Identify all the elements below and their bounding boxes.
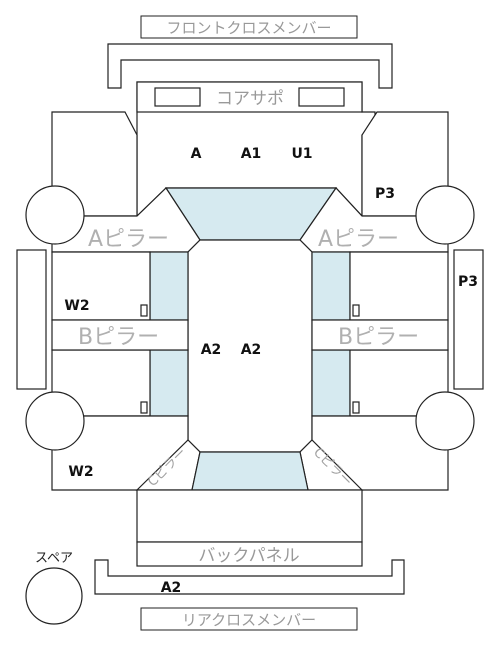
rear-cross-member-box (140, 607, 358, 631)
code-center-a2-right: A2 (241, 342, 262, 358)
code-left-w2-upper: W2 (64, 298, 89, 314)
front-bumper-outline (107, 43, 393, 89)
left-rear-door-glass (149, 349, 189, 417)
core-support-label: コアサポ (216, 89, 284, 109)
right-b-pillar (311, 319, 449, 351)
right-b-pillar-label: Bピラー (338, 325, 419, 350)
left-b-pillar (51, 319, 189, 351)
code-front-a: A (191, 146, 202, 162)
left-front-door-glass (149, 251, 189, 321)
front-cross-member-box (140, 15, 358, 39)
left-side-rocker (16, 249, 47, 390)
code-right-p3-side: P3 (458, 274, 478, 290)
front-left-wheel (25, 185, 85, 245)
left-rear-door-handle (140, 401, 148, 414)
left-front-door-handle (140, 304, 148, 317)
back-panel (136, 541, 363, 567)
left-a-pillar-label: Aピラー (88, 227, 169, 252)
right-front-door-handle (352, 304, 360, 317)
rear-right-wheel (415, 391, 475, 451)
left-b-pillar-label: Bピラー (78, 325, 159, 350)
right-front-door-glass (311, 251, 351, 321)
code-front-a1: A1 (241, 146, 262, 162)
rear-left-wheel (25, 391, 85, 451)
right-rear-door-glass (311, 349, 351, 417)
right-front-door (349, 251, 449, 321)
core-support-left-slot (154, 87, 201, 107)
back-panel-label: バックパネル (198, 546, 299, 566)
code-rear-a2: A2 (161, 580, 182, 596)
right-rear-door-handle (352, 401, 360, 414)
trunk-lid (136, 489, 363, 543)
code-front-u1: U1 (291, 146, 312, 162)
rear-window (191, 451, 309, 491)
code-center-a2-left: A2 (201, 342, 222, 358)
front-cross-member-label: フロントクロスメンバー (166, 19, 331, 37)
rear-cross-member-label: リアクロスメンバー (182, 611, 316, 629)
code-right-p3-upper: P3 (375, 186, 395, 202)
spare-tire (25, 567, 83, 625)
right-side-rocker (453, 249, 484, 390)
spare-label: スペア (35, 551, 73, 566)
right-a-pillar-label: Aピラー (318, 227, 399, 252)
core-support-right-slot (298, 87, 345, 107)
front-right-wheel (415, 185, 475, 245)
code-left-w2-lower: W2 (68, 464, 93, 480)
rear-bumper-outline (94, 559, 405, 595)
